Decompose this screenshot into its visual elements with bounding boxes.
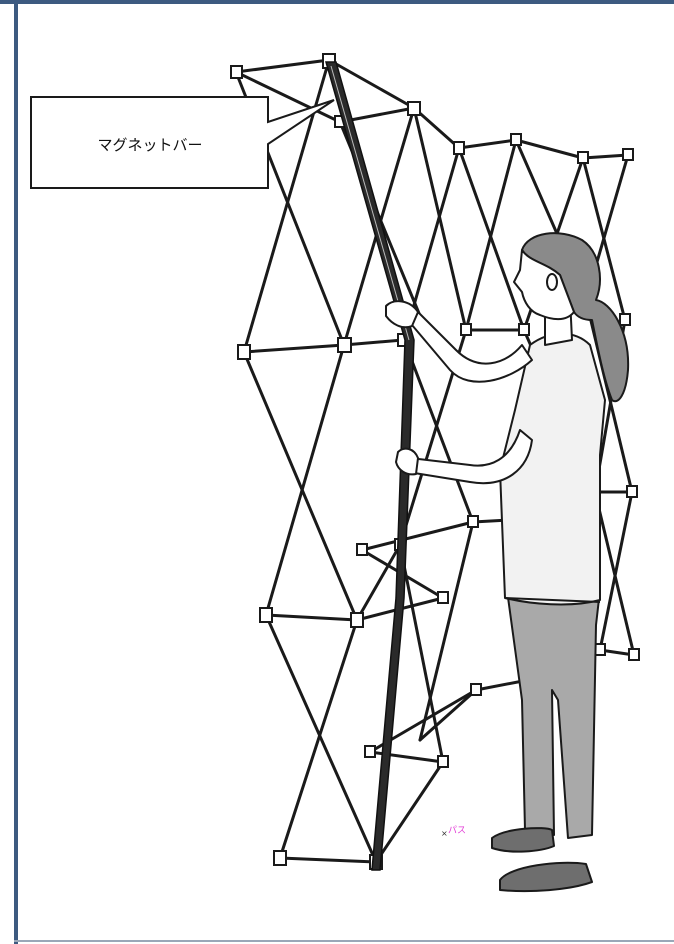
lower-arm	[407, 429, 533, 485]
frame-hubs	[230, 53, 640, 870]
pants	[506, 589, 601, 839]
magnet-bar	[325, 61, 415, 871]
hair	[521, 232, 630, 403]
path-marker-label: パス	[448, 825, 466, 836]
lower-hand	[395, 447, 419, 476]
left-shoe	[491, 827, 555, 853]
upper-hand	[385, 300, 419, 329]
path-marker: × パス	[441, 825, 466, 838]
path-marker-x: ×	[441, 829, 448, 838]
upper-arm	[411, 311, 533, 383]
border-top	[0, 0, 674, 4]
ear	[546, 273, 558, 291]
callout-label: マグネットバー	[97, 136, 202, 154]
woman-figure	[385, 232, 630, 893]
right-shoe	[499, 861, 593, 893]
magnet-bar-callout: マグネットバー	[30, 96, 335, 189]
border-left	[14, 0, 18, 944]
callout-box	[30, 96, 335, 189]
face	[513, 249, 575, 321]
